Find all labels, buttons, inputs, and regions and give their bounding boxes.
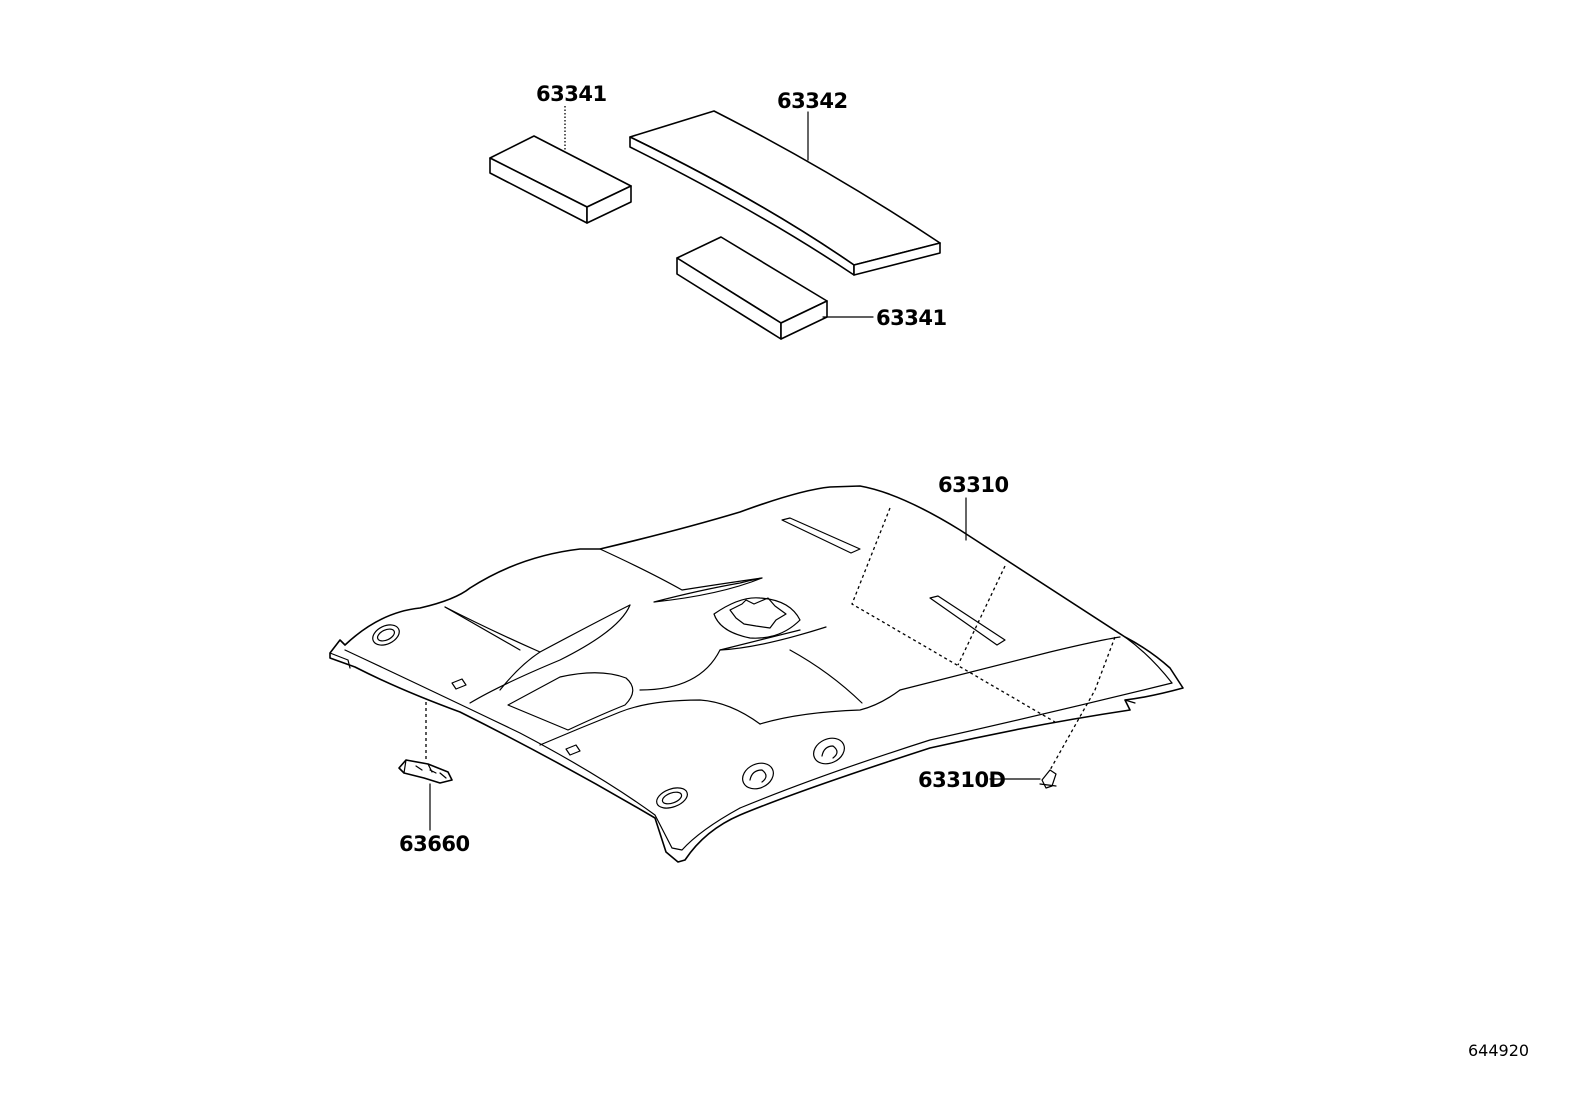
label-63660: 63660 bbox=[399, 832, 470, 856]
label-63310: 63310 bbox=[938, 473, 1009, 497]
label-63341-lower: 63341 bbox=[876, 306, 947, 330]
dashed-clip-63310D bbox=[1049, 636, 1116, 771]
dashed-area-63310 bbox=[851, 507, 1056, 723]
label-63342: 63342 bbox=[777, 89, 848, 113]
clip-63310D bbox=[1039, 769, 1057, 789]
label-63341-upper: 63341 bbox=[536, 82, 607, 106]
pad-63341-lower bbox=[676, 236, 828, 340]
pad-63341-upper bbox=[489, 135, 632, 224]
headliner-63310 bbox=[329, 485, 1184, 863]
pad-63342 bbox=[629, 110, 941, 276]
reference-code: 644920 bbox=[1468, 1041, 1529, 1060]
bracket-63660 bbox=[398, 759, 453, 784]
dashed-strap-ref bbox=[957, 565, 1006, 666]
label-63310D: 63310D bbox=[918, 768, 1006, 792]
